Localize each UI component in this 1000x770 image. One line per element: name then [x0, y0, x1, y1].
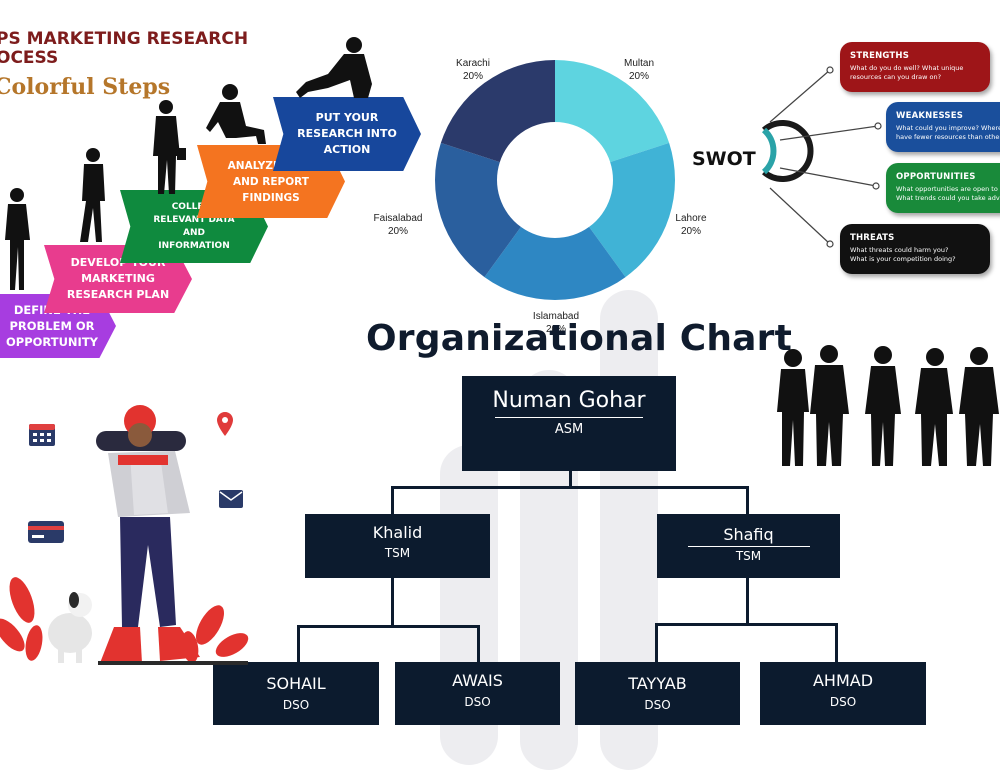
donut-slice-faisalabad: [435, 142, 521, 278]
pie-label-lahore: Lahore 20%: [666, 212, 716, 238]
org-chart-title: Organizational Chart: [366, 318, 793, 359]
org-node-divider: [495, 417, 643, 418]
org-node-root: Numan Gohar ASM: [462, 376, 676, 471]
donut-slice-islamabad: [484, 226, 626, 300]
org-node-name: Khalid: [372, 523, 423, 542]
donut-slice-karachi: [440, 60, 555, 163]
swot-card-weaknesses: WEAKNESSES What could you improve? Where…: [886, 102, 1000, 152]
org-node-role: TSM: [735, 549, 762, 563]
step-develop-plan: DEVELOP YOUR MARKETING RESEARCH PLAN: [44, 245, 192, 313]
org-node-name: AHMAD: [812, 671, 874, 690]
org-connector: [746, 486, 749, 516]
team-silhouettes-icon: [777, 345, 999, 466]
pie-label-islamabad: Islamabad 20%: [526, 310, 586, 336]
step-label: COLLECT RELEVANT DATA AND INFORMATION: [153, 201, 235, 251]
org-connector: [391, 486, 394, 516]
org-node-divider: [687, 546, 810, 547]
pie-label-name: Islamabad: [532, 311, 580, 322]
org-connector: [569, 470, 572, 488]
steps-title: PS MARKETING RESEARCH OCESS: [0, 30, 256, 68]
pie-label-name: Lahore: [675, 213, 707, 224]
pie-label-value: 20%: [628, 71, 649, 82]
donut-slice-lahore: [589, 142, 675, 278]
person-silhouette-icon: [5, 188, 30, 290]
org-connector: [477, 625, 480, 663]
step-put-into-action: PUT YOUR RESEARCH INTO ACTION: [273, 97, 421, 171]
swot-card-text: What is your competition doing?: [850, 255, 956, 263]
org-node-staff-ahmad: AHMAD DSO: [760, 662, 926, 725]
swot-card-text: What could you improve? Where do: [896, 124, 1000, 132]
org-node-manager-shafiq: Shafiq TSM: [657, 514, 840, 578]
swot-card-text: have fewer resources than others?: [896, 133, 1000, 141]
swot-card-heading: STRENGTHS: [850, 51, 910, 61]
org-node-name: Shafiq: [723, 525, 774, 544]
org-node-name: AWAIS: [452, 671, 503, 690]
org-node-staff-awais: AWAIS DSO: [395, 662, 560, 725]
person-silhouette-icon: [296, 37, 372, 98]
pie-label-value: 20%: [387, 226, 408, 237]
pie-label-faisalabad: Faisalabad 20%: [368, 212, 428, 238]
donut-slices: [435, 60, 675, 300]
pie-label-value: 20%: [680, 226, 701, 237]
org-node-name: Numan Gohar: [492, 388, 646, 413]
org-node-manager-khalid: Khalid TSM: [305, 514, 490, 578]
swot-card-heading: THREATS: [850, 233, 895, 243]
step-label: PUT YOUR RESEARCH INTO ACTION: [297, 111, 397, 156]
pie-label-name: Karachi: [456, 58, 490, 69]
step-label: DEVELOP YOUR MARKETING RESEARCH PLAN: [66, 256, 170, 301]
org-node-role: ASM: [554, 422, 584, 437]
mail-icon: [219, 490, 243, 508]
swot-title: SWOT: [692, 148, 756, 170]
org-connector: [391, 576, 394, 626]
pie-label-value: 20%: [462, 71, 483, 82]
swot-card-text: What trends could you take advan: [896, 194, 1000, 202]
steps-title-line2: OCESS: [0, 48, 59, 68]
person-silhouette-icon: [80, 148, 105, 242]
org-node-role: TSM: [384, 546, 411, 560]
org-node-name: SOHAIL: [266, 674, 326, 693]
org-node-role: DSO: [282, 698, 310, 712]
swot-connectors: [761, 66, 882, 248]
org-node-staff-tayyab: TAYYAB DSO: [575, 662, 740, 725]
org-node-name: TAYYAB: [628, 674, 687, 693]
credit-card-icon: [28, 521, 64, 543]
swot-card-text: What opportunities are open to yo: [896, 185, 1000, 193]
swot-card-text: resources can you draw on?: [850, 73, 942, 81]
swot-card-strengths: STRENGTHS What do you do well? What uniq…: [840, 42, 990, 92]
org-node-role: DSO: [829, 695, 857, 709]
swot-card-text: What do you do well? What unique: [850, 64, 964, 72]
steps-title-line1: PS MARKETING RESEARCH: [0, 29, 249, 49]
org-connector: [746, 576, 749, 626]
org-connector: [655, 623, 658, 663]
swot-card-opportunities: OPPORTUNITIES What opportunities are ope…: [886, 163, 1000, 213]
traveler-illustration: [0, 405, 249, 665]
org-node-staff-sohail: SOHAIL DSO: [213, 662, 379, 725]
org-node-role: DSO: [464, 695, 491, 709]
pie-label-name: Multan: [623, 58, 654, 69]
pie-label-value: 20%: [545, 324, 566, 335]
donut-chart: [435, 60, 675, 300]
org-connector: [655, 623, 838, 626]
swot-card-heading: WEAKNESSES: [896, 111, 964, 121]
pie-label-multan: Multan 20%: [614, 57, 664, 83]
swot-card-heading: OPPORTUNITIES: [896, 172, 976, 182]
org-connector: [297, 625, 300, 663]
org-connector: [297, 625, 480, 628]
donut-slice-multan: [555, 60, 670, 163]
map-pin-icon: [217, 412, 233, 436]
calendar-icon: [29, 424, 55, 446]
org-node-role: DSO: [644, 698, 671, 712]
pie-label-karachi: Karachi 20%: [448, 57, 498, 83]
pie-label-name: Faisalabad: [373, 213, 423, 224]
steps-subtitle: Colorful Steps: [0, 74, 171, 100]
swot-card-threats: THREATS What threats could harm you? Wha…: [840, 224, 990, 274]
person-silhouette-icon: [206, 84, 266, 144]
org-connector: [391, 486, 749, 489]
person-silhouette-icon: [153, 100, 186, 194]
org-connector: [835, 623, 838, 663]
swot-card-text: What threats could harm you?: [850, 246, 949, 254]
